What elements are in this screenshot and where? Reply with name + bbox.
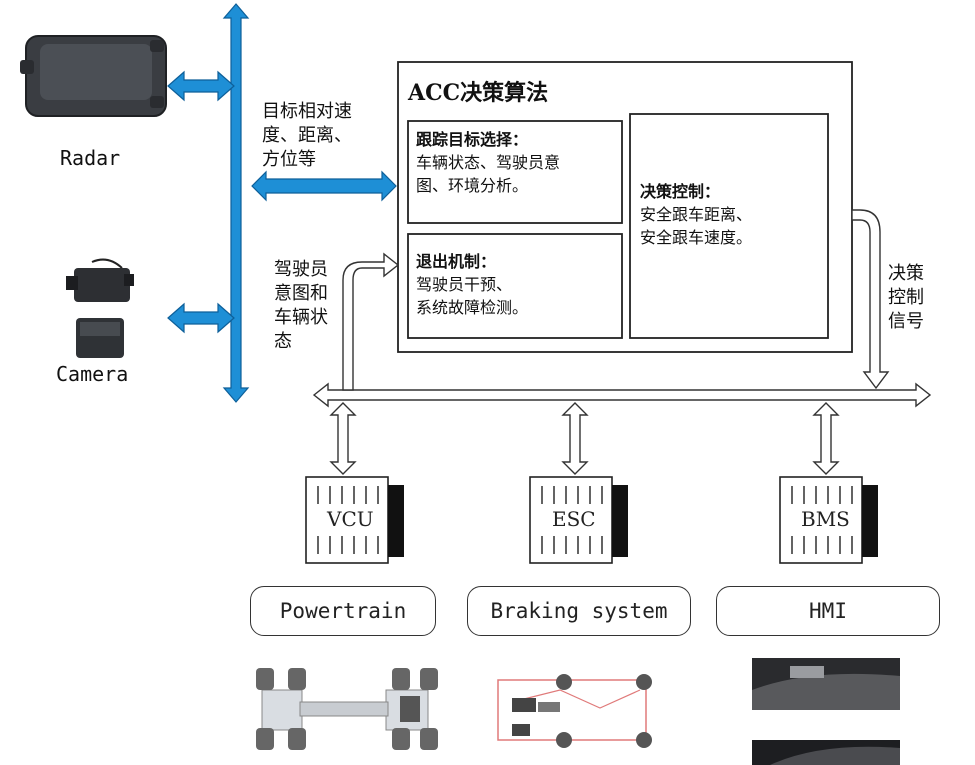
braking-system-icon — [497, 674, 652, 748]
camera-device-icon — [66, 258, 134, 358]
vcu-bus-arrow — [329, 402, 357, 475]
braking-system-pill: Braking system — [467, 586, 691, 636]
exit-mechanism-line-2: 系统故障检测。 — [416, 298, 529, 317]
radar-device-icon — [20, 35, 167, 117]
driver-state-line-3: 车辆状 — [274, 307, 328, 328]
powertrain-label: Powertrain — [279, 599, 407, 623]
radar-label: Radar — [60, 146, 121, 170]
driver-state-annotation: 驾驶员 意图和 车辆状 态 — [274, 258, 328, 354]
control-signal-annotation: 决策 控制 信号 — [888, 262, 924, 334]
esc-bus-arrow — [561, 402, 589, 475]
esc-label: ESC — [551, 507, 597, 531]
decision-control-line-2: 安全跟车速度。 — [640, 228, 753, 247]
powertrain-pill: Powertrain — [250, 586, 436, 636]
hmi-dashboard-icon — [752, 658, 900, 765]
exit-mechanism-heading: 退出机制： — [416, 252, 497, 271]
control-signal-line-1: 决策 — [888, 263, 924, 284]
decision-control-line-1: 安全跟车距离、 — [640, 205, 753, 224]
exit-mechanism-line-1: 驾驶员干预、 — [416, 275, 513, 294]
bus-to-acc-arrow — [251, 170, 397, 202]
exit-mechanism-box: 退出机制： 驾驶员干预、 系统故障检测。 — [416, 250, 528, 319]
vcu-label: VCU — [326, 507, 375, 531]
driver-state-line-2: 意图和 — [274, 283, 328, 304]
decision-control-heading: 决策控制： — [640, 182, 721, 201]
control-signal-arrow — [851, 209, 890, 390]
target-info-line-3: 方位等 — [262, 149, 316, 170]
hmi-label: HMI — [809, 599, 847, 623]
bms-bus-arrow — [812, 402, 840, 475]
vertical-can-bus — [222, 3, 250, 403]
driver-state-line-1: 驾驶员 — [274, 259, 328, 280]
target-selection-line-2: 图、环境分析。 — [416, 176, 529, 195]
acc-title: ACC决策算法 — [408, 80, 549, 106]
target-selection-heading: 跟踪目标选择： — [416, 130, 529, 149]
decision-control-box: 决策控制： 安全跟车距离、 安全跟车速度。 — [640, 180, 752, 249]
control-signal-line-2: 控制 — [888, 287, 924, 308]
esc-module-icon — [529, 476, 628, 564]
bms-label: BMS — [800, 507, 851, 531]
camera-bus-arrow — [167, 302, 235, 334]
control-signal-line-3: 信号 — [888, 311, 924, 332]
braking-system-label: Braking system — [490, 599, 668, 623]
driver-state-line-4: 态 — [274, 331, 292, 352]
powertrain-chassis-icon — [256, 668, 438, 750]
hmi-pill: HMI — [716, 586, 940, 636]
target-info-line-1: 目标相对速 — [262, 101, 352, 122]
target-selection-box: 跟踪目标选择： 车辆状态、驾驶员意 图、环境分析。 — [416, 128, 560, 197]
horizontal-can-bus — [312, 382, 932, 408]
target-selection-line-1: 车辆状态、驾驶员意 — [416, 153, 561, 172]
target-info-line-2: 度、距离、 — [262, 125, 352, 146]
target-info-annotation: 目标相对速 度、距离、 方位等 — [262, 100, 352, 172]
radar-bus-arrow — [167, 70, 235, 102]
acc-block-frame — [397, 61, 853, 353]
driver-state-arrow — [342, 252, 400, 391]
camera-label: Camera — [56, 362, 129, 386]
